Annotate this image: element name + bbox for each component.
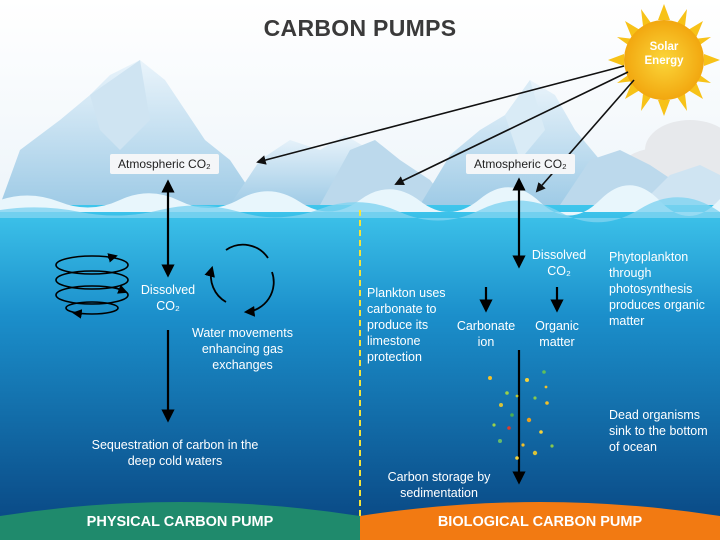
page-title: CARBON PUMPS [263, 15, 457, 41]
physical-bar [0, 502, 360, 540]
physical-atmospheric-co2-label: Atmospheric CO₂ [110, 154, 219, 174]
dead-organisms-label: Dead organisms sink to the bottom of oce… [609, 408, 708, 454]
plankton-carbonate-label: Plankton uses carbonate to produce its l… [367, 286, 446, 364]
carbon-storage-label: Carbon storage by sedimentation [387, 470, 491, 500]
solar-energy-label: Solar Energy [644, 41, 684, 67]
sequestration-label: Sequestration of carbon in the deep cold… [91, 438, 259, 468]
biological-atmospheric-co2-label: Atmospheric CO₂ [466, 154, 575, 174]
physical-dissolved-co2-label: Dissolved CO₂ [140, 283, 196, 313]
biological-arrows [479, 177, 564, 485]
phytoplankton-label: Phytoplankton through photosynthesis pro… [609, 250, 705, 328]
circular-arrow-icon [204, 243, 275, 317]
organic-particles [488, 370, 554, 460]
water-movements-label: Water movements enhancing gas exchanges [192, 326, 293, 372]
biological-dissolved-co2-label: Dissolved CO₂ [531, 248, 587, 278]
carbonate-ion-label: Carbonate ion [456, 319, 516, 349]
biological-bar [360, 502, 720, 540]
solar-arrow-ocean [394, 71, 629, 185]
organic-matter-label: Organic matter [535, 319, 579, 349]
wave-band [0, 197, 720, 223]
sun-icon [608, 4, 720, 116]
physical-pump-title: PHYSICAL CARBON PUMP [86, 514, 274, 530]
swirl-icon [55, 253, 129, 319]
solar-arrow-physical-atmosphere [256, 65, 625, 165]
biological-pump-title: BIOLOGICAL CARBON PUMP [437, 514, 643, 530]
